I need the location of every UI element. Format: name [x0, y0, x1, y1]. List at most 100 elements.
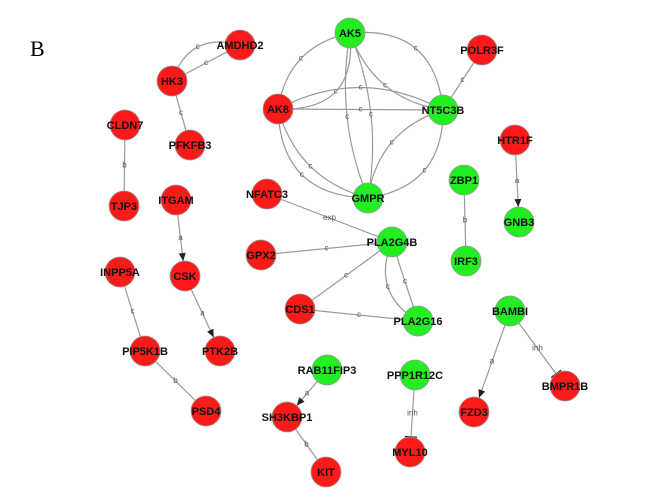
node-TJP3[interactable]: TJP3 [108, 190, 140, 222]
node-PTK2B[interactable]: PTK2B [202, 335, 238, 367]
node-label: PIP5K1B [122, 346, 168, 358]
edge-line [277, 108, 444, 111]
edge-label: c [204, 58, 208, 67]
node-circle[interactable] [399, 359, 431, 391]
node-circle[interactable] [104, 256, 136, 288]
node-label: BMPR1B [542, 381, 589, 393]
edge-line [367, 109, 444, 199]
node-label: BAMBI [492, 306, 528, 318]
node-CDS1[interactable]: CDS1 [284, 293, 316, 325]
node-circle[interactable] [499, 124, 531, 156]
node-PIP5K1B[interactable]: PIP5K1B [122, 335, 168, 367]
node-circle[interactable] [549, 370, 581, 402]
node-circle[interactable] [204, 335, 236, 367]
edge-label: c [369, 109, 373, 118]
edge-label: a [200, 309, 205, 318]
edge-AK8-NT5C3B: c [277, 105, 444, 114]
node-MYL10[interactable]: MYL10 [392, 436, 428, 468]
node-NFATC3[interactable]: NFATC3 [246, 178, 288, 210]
edge-line [277, 86, 444, 111]
edge-label: c [325, 244, 329, 253]
node-circle[interactable] [427, 94, 459, 126]
node-circle[interactable] [251, 178, 283, 210]
edge-line [349, 31, 444, 111]
node-PFKFB3[interactable]: PFKFB3 [169, 129, 212, 161]
node-KIT[interactable]: KIT [310, 456, 342, 488]
edge-label: c [383, 80, 387, 89]
node-INPP5A[interactable]: INPP5A [100, 256, 140, 288]
node-HTR1F[interactable]: HTR1F [497, 124, 533, 156]
node-circle[interactable] [160, 184, 192, 216]
node-circle[interactable] [174, 129, 206, 161]
node-circle[interactable] [108, 190, 140, 222]
node-circle[interactable] [448, 164, 480, 196]
edge-line [277, 108, 369, 199]
arrowhead-icon [207, 328, 214, 338]
node-ZBP1[interactable]: ZBP1 [448, 164, 480, 196]
node-circle[interactable] [458, 396, 490, 428]
node-circle[interactable] [394, 436, 426, 468]
node-CSK[interactable]: CSK [169, 260, 201, 292]
node-BAMBI[interactable]: BAMBI [492, 295, 528, 327]
node-GNB3[interactable]: GNB3 [503, 206, 535, 238]
node-label: GMPR [352, 193, 385, 205]
node-CLDN7[interactable]: CLDN7 [107, 109, 144, 141]
node-circle[interactable] [109, 109, 141, 141]
edge-label: c [345, 112, 349, 121]
node-circle[interactable] [503, 206, 535, 238]
node-circle[interactable] [352, 182, 384, 214]
node-circle[interactable] [129, 335, 161, 367]
node-RAB11FIP3[interactable]: RAB11FIP3 [298, 354, 357, 386]
edge-label: c [334, 87, 338, 96]
node-circle[interactable] [311, 354, 343, 386]
edge-AK8-GMPR: c [277, 108, 369, 199]
node-circle[interactable] [224, 29, 256, 61]
node-PSD4[interactable]: PSD4 [190, 395, 222, 427]
node-circle[interactable] [334, 17, 366, 49]
node-label: PLA2G16 [394, 316, 443, 328]
node-circle[interactable] [376, 226, 408, 258]
node-IRF3[interactable]: IRF3 [450, 245, 482, 277]
node-AK8[interactable]: AK8 [262, 93, 294, 125]
node-label: KIT [317, 467, 335, 479]
node-GPX2[interactable]: GPX2 [245, 239, 277, 271]
edge-label: a [490, 357, 495, 366]
node-circle[interactable] [190, 395, 222, 427]
node-label: AK5 [339, 28, 361, 40]
node-label: GNB3 [504, 217, 535, 229]
node-FZD3[interactable]: FZD3 [458, 396, 490, 428]
node-circle[interactable] [494, 295, 526, 327]
node-circle[interactable] [466, 34, 498, 66]
node-circle[interactable] [450, 245, 482, 277]
node-PPP1R12C[interactable]: PPP1R12C [387, 359, 443, 391]
node-PLA2G4B[interactable]: PLA2G4B [367, 226, 418, 258]
node-circle[interactable] [156, 65, 188, 97]
node-circle[interactable] [310, 456, 342, 488]
node-HK3[interactable]: HK3 [156, 65, 188, 97]
node-circle[interactable] [271, 401, 303, 433]
node-circle[interactable] [169, 260, 201, 292]
node-label: MYL10 [392, 447, 427, 459]
node-BMPR1B[interactable]: BMPR1B [542, 370, 589, 402]
node-circle[interactable] [262, 93, 294, 125]
node-label: NFATC3 [246, 189, 288, 201]
node-circle[interactable] [245, 239, 277, 271]
node-circle[interactable] [284, 293, 316, 325]
node-label: SH3KBP1 [262, 412, 313, 424]
node-SH3KBP1[interactable]: SH3KBP1 [262, 401, 313, 433]
node-ITGAM[interactable]: ITGAM [158, 184, 194, 216]
node-GMPR[interactable]: GMPR [352, 182, 385, 214]
edge-label: c [386, 282, 390, 291]
edge-line [344, 32, 369, 199]
node-circle[interactable] [402, 305, 434, 337]
node-NT5C3B[interactable]: NT5C3B [422, 94, 465, 126]
node-POLR3F[interactable]: POLR3F [460, 34, 504, 66]
node-AK5[interactable]: AK5 [334, 17, 366, 49]
node-AMDHD2[interactable]: AMDHD2 [216, 29, 264, 61]
node-PLA2G16[interactable]: PLA2G16 [394, 305, 443, 337]
node-label: FZD3 [460, 407, 488, 419]
